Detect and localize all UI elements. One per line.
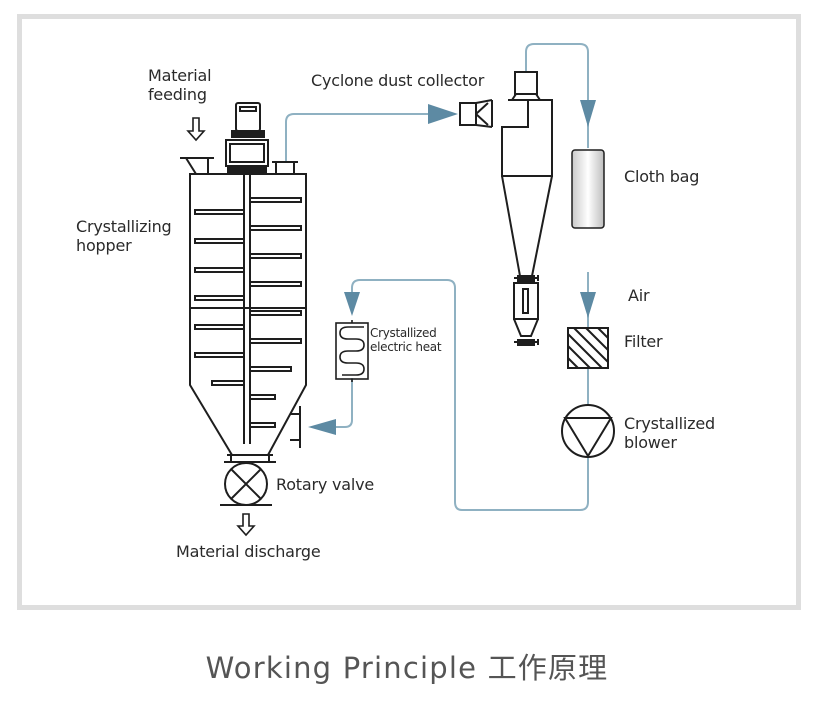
electric-heater xyxy=(335,320,369,382)
pipe-blower-to-heater xyxy=(351,279,589,511)
air-filter xyxy=(567,327,609,369)
crystallizing-hopper xyxy=(180,157,307,463)
airflow-pipes xyxy=(285,43,589,511)
feed-inlet xyxy=(180,157,214,175)
cloth-bag xyxy=(571,149,605,229)
label-material-discharge: Material discharge xyxy=(176,542,321,561)
label-rotary-valve: Rotary valve xyxy=(276,475,375,494)
arrow-to-bag xyxy=(580,100,596,127)
label-crystallizing-hopper: Crystallizing hopper xyxy=(76,217,172,255)
airflow-arrows xyxy=(308,100,596,435)
label-material-feeding: Material feeding xyxy=(148,66,212,104)
agitator-blades-right xyxy=(249,197,302,428)
diagram-caption: Working Principle 工作原理 xyxy=(205,651,609,685)
label-cloth-bag: Cloth bag xyxy=(624,167,700,186)
arrow-to-cyclone xyxy=(428,104,458,124)
pipe-heater-to-hopper xyxy=(328,378,353,428)
pipe-hopper-to-cyclone xyxy=(285,113,430,162)
hollow-arrows xyxy=(186,117,256,537)
pipe-cyclone-to-bag xyxy=(525,43,589,148)
crystallized-blower xyxy=(561,404,615,458)
cyclone-dust-collector xyxy=(459,71,553,346)
arrow-air-in xyxy=(580,292,596,318)
hopper-top-outlet xyxy=(272,161,298,174)
arrow-to-heater xyxy=(344,292,360,316)
rotary-valve xyxy=(220,461,276,506)
label-crystallized-blower: Crystallized blower xyxy=(624,414,715,452)
label-filter: Filter xyxy=(624,332,663,351)
arrow-to-hopper xyxy=(308,419,336,435)
label-cyclone-dust-collector: Cyclone dust collector xyxy=(311,71,485,90)
label-air: Air xyxy=(628,286,650,305)
agitator-motor xyxy=(225,102,269,174)
discharge-arrow-icon xyxy=(236,513,256,537)
label-electric-heater: Crystallized electric heat xyxy=(370,326,442,354)
agitator-blades-left xyxy=(194,209,245,386)
feed-arrow-icon xyxy=(186,117,206,142)
